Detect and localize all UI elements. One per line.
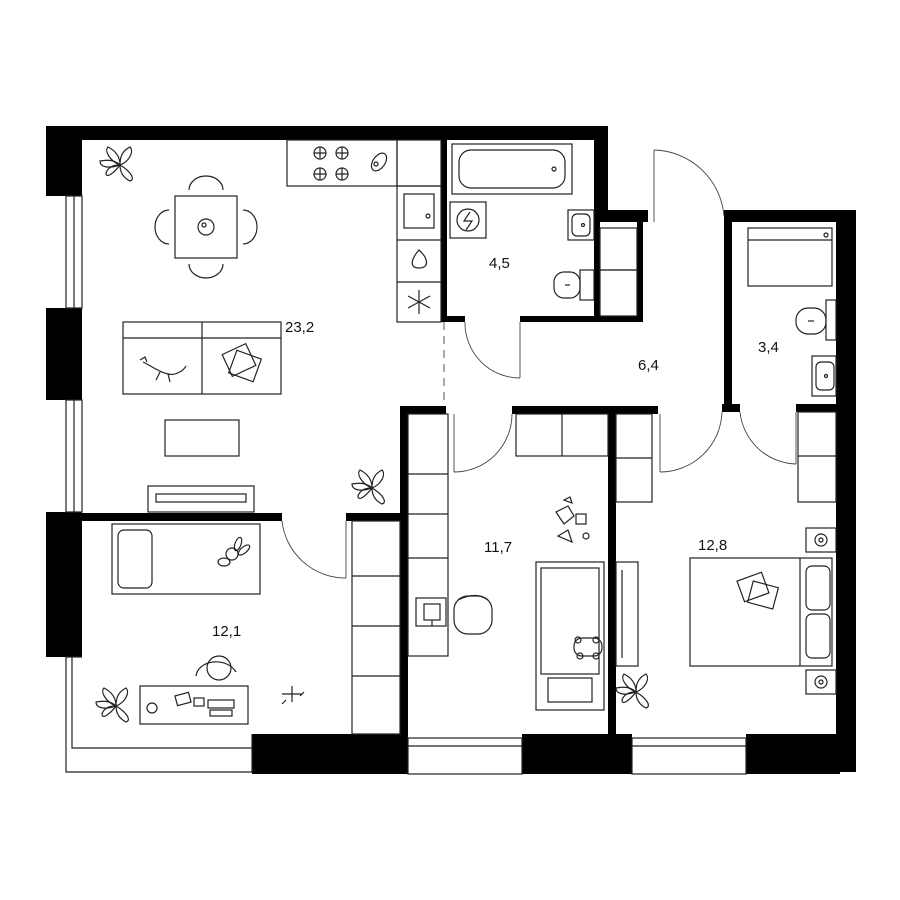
chair-icon — [415, 594, 493, 635]
oven-icon — [411, 249, 428, 269]
sink-icon — [403, 193, 435, 229]
area-bedroom: 12,8 — [698, 537, 727, 554]
sofa — [122, 321, 282, 395]
kids-bed — [535, 561, 605, 711]
area-washroom: 3,4 — [758, 339, 779, 356]
tv-bedroom — [615, 561, 639, 667]
washroom-toilet-icon — [795, 299, 837, 341]
area-kids-room: 11,7 — [484, 539, 512, 556]
bedroom-wardrobe — [615, 411, 837, 503]
fridge-icon — [407, 290, 431, 314]
bath-sink-icon — [567, 209, 595, 241]
hall-wardrobe-left — [515, 413, 609, 457]
plant-icon — [95, 687, 129, 723]
washroom-sink-icon — [811, 355, 837, 397]
stove-icon — [313, 146, 349, 181]
dishes-icon — [370, 152, 388, 172]
coffee-table — [164, 419, 240, 457]
plant-icon — [351, 469, 385, 505]
area-hallway: 6,4 — [638, 357, 659, 374]
double-bed — [689, 557, 833, 667]
bathtub-icon — [451, 143, 573, 195]
toy-car-icon — [573, 636, 603, 660]
bath-shelves — [599, 227, 638, 317]
washing-machine-icon — [449, 201, 487, 239]
study-desk — [139, 655, 249, 725]
walls — [46, 126, 856, 774]
windows — [65, 195, 747, 775]
area-labels: 23,2 4,5 6,4 3,4 11,7 12,8 12,1 — [212, 255, 779, 640]
tv-stand — [147, 485, 255, 513]
toy-bunny-icon — [217, 536, 251, 567]
nightstand-lamps — [805, 527, 837, 695]
area-bathroom: 4,5 — [489, 255, 510, 272]
cat-icon — [139, 356, 187, 383]
toy-plane-icon — [281, 686, 305, 705]
cushion-icon — [221, 342, 263, 383]
dining-table — [154, 175, 258, 279]
plant-icon — [615, 673, 649, 709]
pillow-icon — [736, 571, 780, 610]
kitchen-counter — [286, 139, 442, 323]
study-wardrobe — [351, 520, 401, 735]
doors — [281, 149, 797, 579]
area-study-room: 12,1 — [212, 623, 241, 640]
plant-icon — [99, 146, 133, 182]
washroom-bathtub-icon — [747, 227, 833, 287]
toilet-icon — [553, 269, 595, 301]
area-living-kitchen: 23,2 — [285, 319, 314, 336]
toy-blocks-icon — [555, 496, 590, 544]
single-bed — [111, 523, 261, 595]
kids-shelves — [407, 413, 449, 657]
